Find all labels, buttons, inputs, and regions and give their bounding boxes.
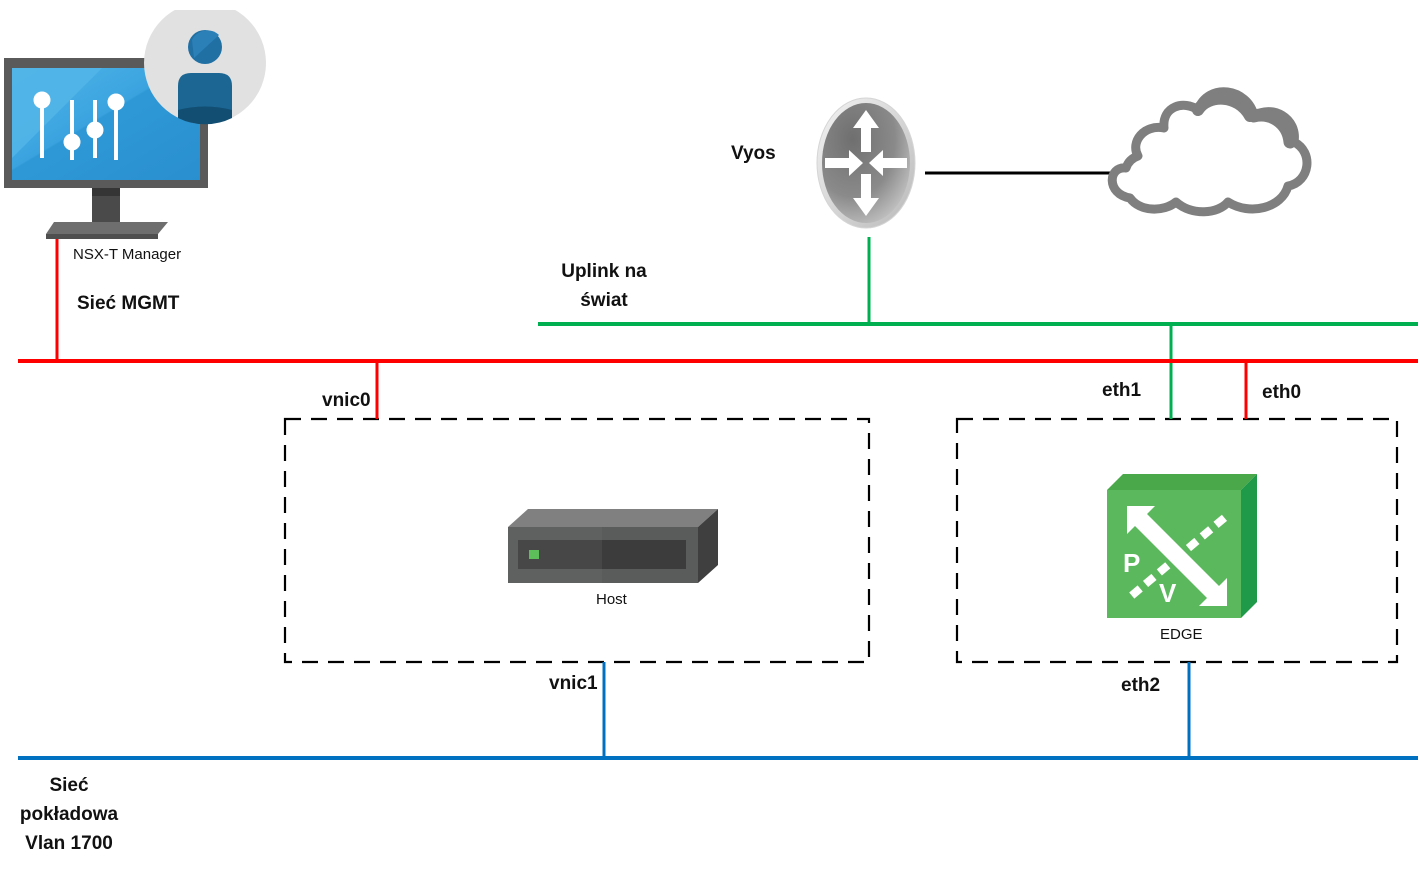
uplink-network-label: Uplink na świat bbox=[554, 257, 654, 315]
admin-monitor-icon[interactable] bbox=[2, 10, 268, 242]
eth1-label: eth1 bbox=[1102, 380, 1142, 401]
edge-boundary-box bbox=[955, 417, 1399, 664]
router-label: Vyos bbox=[731, 143, 776, 164]
edge-glyph-v: V bbox=[1159, 578, 1177, 608]
overlay-label-line1: Sieć bbox=[49, 775, 89, 796]
overlay-label-line2: pokładowa bbox=[19, 804, 119, 825]
overlay-network-label: Sieć pokładowa Vlan 1700 bbox=[4, 771, 134, 858]
server-icon[interactable] bbox=[508, 509, 720, 585]
edge-label: EDGE bbox=[1160, 626, 1203, 643]
mgmt-network-label: Sieć MGMT bbox=[77, 293, 180, 314]
edge-glyph-p: P bbox=[1123, 548, 1140, 578]
vnic0-label: vnic0 bbox=[322, 390, 371, 411]
uplink-label-line2: świat bbox=[580, 290, 628, 311]
cloud-icon[interactable] bbox=[1104, 82, 1314, 222]
uplink-label-line1: Uplink na bbox=[561, 261, 647, 282]
overlay-label-line3: Vlan 1700 bbox=[25, 833, 113, 854]
host-label: Host bbox=[596, 591, 627, 608]
vnic1-label: vnic1 bbox=[549, 673, 598, 694]
router-icon[interactable] bbox=[815, 96, 917, 230]
manager-label: NSX-T Manager bbox=[73, 246, 182, 263]
host-boundary-box bbox=[283, 417, 871, 664]
eth2-label: eth2 bbox=[1121, 675, 1161, 696]
nsx-edge-icon[interactable]: P V bbox=[1107, 474, 1259, 620]
eth0-label: eth0 bbox=[1262, 382, 1302, 403]
